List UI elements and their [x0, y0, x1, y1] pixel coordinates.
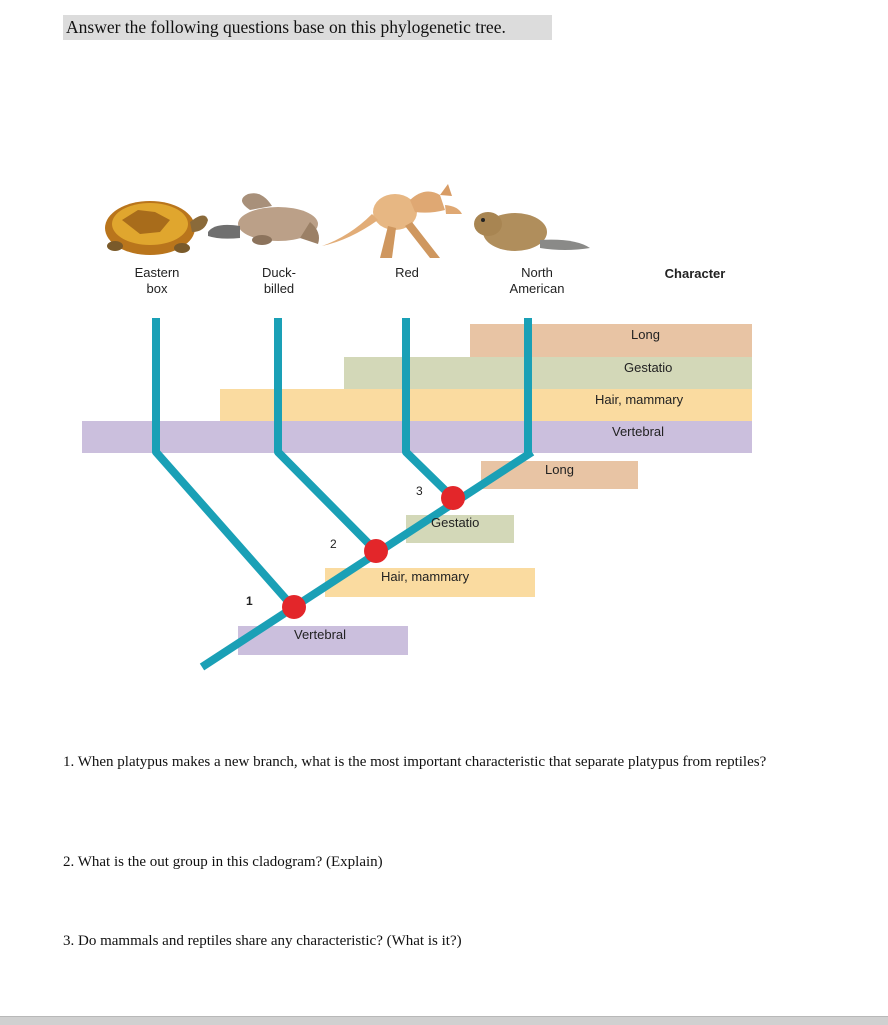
- worksheet-heading: Answer the following questions base on t…: [63, 15, 552, 40]
- question-1: 1. When platypus makes a new branch, wha…: [63, 754, 767, 770]
- node-1-marker: [282, 595, 306, 619]
- node-2-marker: [364, 539, 388, 563]
- tree-branches: [152, 318, 535, 671]
- platypus-icon: [208, 193, 319, 245]
- legend-bar-gestation: [344, 357, 752, 389]
- legend-bar-vertebral: [82, 421, 752, 453]
- node-bar-hair: [325, 568, 535, 597]
- kangaroo-icon: [322, 184, 462, 258]
- node-number-3: 3: [416, 484, 423, 498]
- character-header: Character: [664, 266, 726, 281]
- node-bar-vertebral: [238, 626, 408, 655]
- node-3-marker: [441, 486, 465, 510]
- question-2: 2. What is the out group in this cladogr…: [63, 854, 383, 870]
- question-3: 3. Do mammals and reptiles share any cha…: [63, 933, 462, 949]
- legend-bar-hair: [220, 389, 752, 421]
- node-number-1: 1: [246, 594, 253, 608]
- legend-bar-long: [470, 324, 752, 357]
- heading-text: Answer the following questions base on t…: [66, 17, 506, 37]
- taxon-label-north-american: North American: [509, 265, 565, 296]
- node-number-2: 2: [330, 537, 337, 551]
- taxon-label-eastern-box: Eastern box: [134, 265, 180, 296]
- beaver-icon: [474, 212, 590, 251]
- page-bottom-border: [0, 1016, 888, 1025]
- taxon-label-red: Red: [395, 265, 419, 280]
- box-turtle-icon: [105, 201, 208, 255]
- taxon-label-duck-billed: Duck- billed: [262, 265, 296, 296]
